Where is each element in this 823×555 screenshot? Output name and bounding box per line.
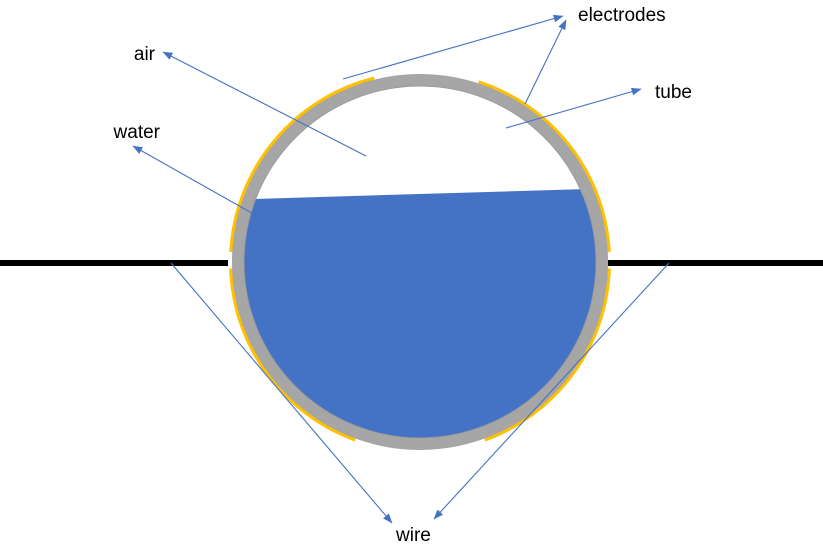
label-electrodes: electrodes bbox=[578, 5, 666, 26]
label-air: air bbox=[134, 44, 156, 65]
wire-leader-left bbox=[170, 262, 393, 524]
wire-leader-right bbox=[433, 262, 670, 520]
label-tube: tube bbox=[655, 82, 692, 103]
electrodes-leader-right bbox=[524, 19, 567, 105]
water-leader bbox=[132, 145, 258, 217]
electrodes-leader-left bbox=[342, 14, 564, 80]
air-leader bbox=[162, 51, 367, 157]
label-wire: wire bbox=[395, 525, 431, 546]
tube-bore-outline bbox=[243, 85, 597, 439]
tube-leader bbox=[505, 87, 642, 129]
water-body bbox=[244, 188, 596, 438]
tube-wall bbox=[232, 74, 608, 450]
label-water: water bbox=[113, 122, 161, 143]
leader-lines-group bbox=[132, 14, 670, 524]
